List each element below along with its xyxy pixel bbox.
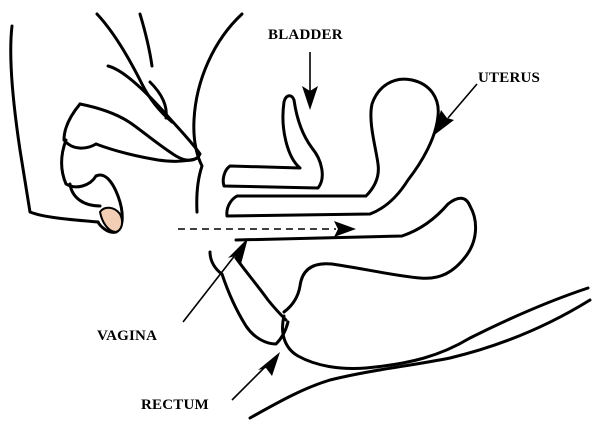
thumb-crease <box>148 80 168 120</box>
insertion-arrow-head <box>334 221 356 237</box>
hand-palm-outline <box>9 24 100 224</box>
bladder-label: BLADDER <box>268 27 343 43</box>
perineum <box>192 12 290 346</box>
uterus-leader-head <box>433 110 454 136</box>
vagina-leader-line <box>182 253 237 323</box>
rectum-leader-line <box>231 365 267 401</box>
knuckle-fold-2 <box>60 138 98 189</box>
rectum-upper-wall <box>282 204 477 314</box>
perineal-body <box>234 256 288 322</box>
vagina-label: VAGINA <box>97 328 158 344</box>
insertion-arrow <box>178 221 356 237</box>
rectum-label: RECTUM <box>141 397 209 413</box>
bladder-leader-head <box>302 86 318 110</box>
labia-outline <box>208 250 290 346</box>
vagina-leader-head <box>228 238 248 264</box>
hand-back-outline <box>95 12 174 124</box>
rectum-lower-wall <box>281 286 590 370</box>
sacrum-curve <box>248 298 592 420</box>
uterus-leader-line <box>447 83 478 119</box>
uterus-organ <box>225 77 440 218</box>
bladder-organ <box>221 94 324 190</box>
wrist-lower-outline <box>94 142 200 163</box>
leader-arrows <box>182 52 478 401</box>
knuckle-fold-3 <box>68 182 102 208</box>
hand-cuff-outline <box>138 12 154 68</box>
uterus-label: UTERUS <box>478 70 541 86</box>
fingernail <box>98 206 124 234</box>
rectum-organ <box>234 204 592 420</box>
rectum-leader-head <box>258 352 280 376</box>
examiner-hand <box>9 12 202 234</box>
knuckle-fold-1 <box>62 102 98 150</box>
mons-outline <box>192 12 244 214</box>
vaginal-canal-lower-wall <box>234 196 472 242</box>
